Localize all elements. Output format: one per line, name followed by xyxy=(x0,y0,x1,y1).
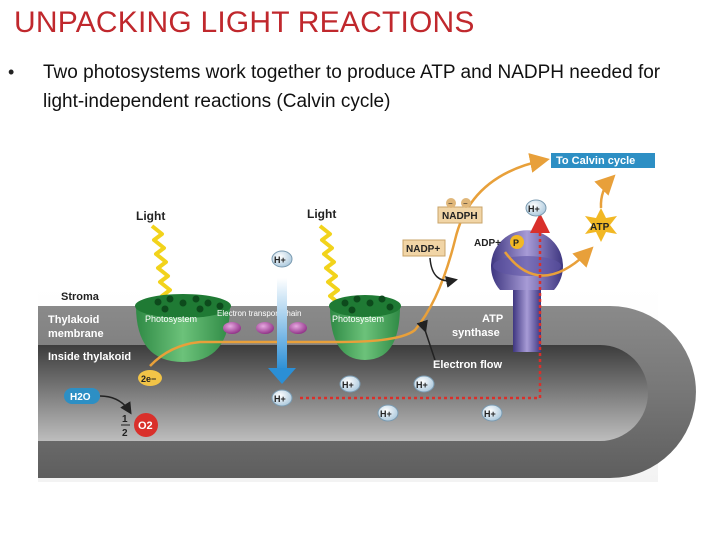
h-ion-lumen-5: H+ xyxy=(481,404,503,422)
atp-star xyxy=(585,208,617,242)
h2o-badge xyxy=(64,388,100,404)
nadph-electron-2-sign: − xyxy=(463,199,468,208)
light-bolt-1 xyxy=(150,224,176,308)
oxygen-badge xyxy=(134,413,158,437)
proton-flow-path xyxy=(300,213,550,400)
electron-flow-label: Electron flow xyxy=(433,359,503,371)
light-label-2: Light xyxy=(307,207,336,221)
nadph-electron-2 xyxy=(461,198,471,208)
thylakoid-label-line2: membrane xyxy=(48,328,104,340)
photosystem-label-1: Photosystem xyxy=(145,314,197,324)
half-numerator: 1 xyxy=(122,414,128,425)
svg-text:H+: H+ xyxy=(274,394,286,404)
h-ion-lumen-1: H+ xyxy=(271,389,293,407)
svg-text:H+: H+ xyxy=(342,380,354,390)
two-electrons-label: 2e− xyxy=(141,374,156,384)
photosystem-1 xyxy=(135,294,231,362)
atp-synthase-label-line2: synthase xyxy=(452,327,500,339)
bullet-marker: • xyxy=(8,62,15,82)
phosphate-circle xyxy=(510,235,524,249)
atp-to-calvin-arrow xyxy=(594,174,616,209)
bullet-text: Two photosystems work together to produc… xyxy=(43,62,661,112)
etc-carrier-2 xyxy=(256,322,274,334)
etc-label: Electron transport chain xyxy=(217,309,302,318)
photosystem-label-2: Photosystem xyxy=(332,314,384,324)
atp-production-arrow xyxy=(503,246,594,277)
electron-flow-pointer xyxy=(416,319,436,361)
svg-text:H+: H+ xyxy=(274,255,286,265)
water-split-arrow xyxy=(99,395,132,415)
two-electrons-badge xyxy=(138,370,162,386)
svg-text:H+: H+ xyxy=(380,409,392,419)
nadp-box xyxy=(402,239,446,257)
h2o-label: H2O xyxy=(70,392,91,403)
thylakoid-label-line1: Thylakoid xyxy=(48,314,99,326)
h-ion-atp: H+ xyxy=(525,199,547,217)
proton-pump-shaft xyxy=(277,278,287,370)
phosphate-label: P xyxy=(513,238,519,248)
h-ion-lumen-2: H+ xyxy=(339,375,361,393)
proton-pump-arrowhead xyxy=(268,368,296,384)
stroma-label: Stroma xyxy=(61,291,100,303)
nadph-label: NADPH xyxy=(442,211,478,222)
atp-label: ATP xyxy=(590,222,610,233)
photosystem-2 xyxy=(329,295,401,360)
calvin-cycle-box xyxy=(551,153,655,168)
calvin-cycle-label: To Calvin cycle xyxy=(556,155,635,167)
nadp-label: NADP+ xyxy=(406,244,440,255)
etc-carrier-1 xyxy=(223,322,241,334)
atp-synthase-label-line1: ATP xyxy=(482,313,503,325)
nadph-box xyxy=(437,206,483,224)
nadph-electron-1 xyxy=(446,198,456,208)
half-denominator: 2 xyxy=(122,428,128,439)
svg-text:H+: H+ xyxy=(484,409,496,419)
nadp-arrow xyxy=(429,257,458,288)
light-label-1: Light xyxy=(136,209,165,223)
light-bolt-2 xyxy=(318,224,344,308)
h-ion-lumen-3: H+ xyxy=(413,375,435,393)
h-ion-stroma: H+ xyxy=(271,250,293,268)
slide-title: UNPACKING LIGHT REACTIONS xyxy=(14,6,475,39)
svg-text:H+: H+ xyxy=(416,380,428,390)
svg-text:H+: H+ xyxy=(528,204,540,214)
nadph-electron-1-sign: − xyxy=(448,199,453,208)
etc-carrier-3 xyxy=(289,322,307,334)
adp-label: ADP+ xyxy=(474,238,501,249)
oxygen-label: O2 xyxy=(138,420,153,432)
inside-thylakoid-label: Inside thylakoid xyxy=(48,351,131,363)
h-ion-lumen-4: H+ xyxy=(377,404,399,422)
